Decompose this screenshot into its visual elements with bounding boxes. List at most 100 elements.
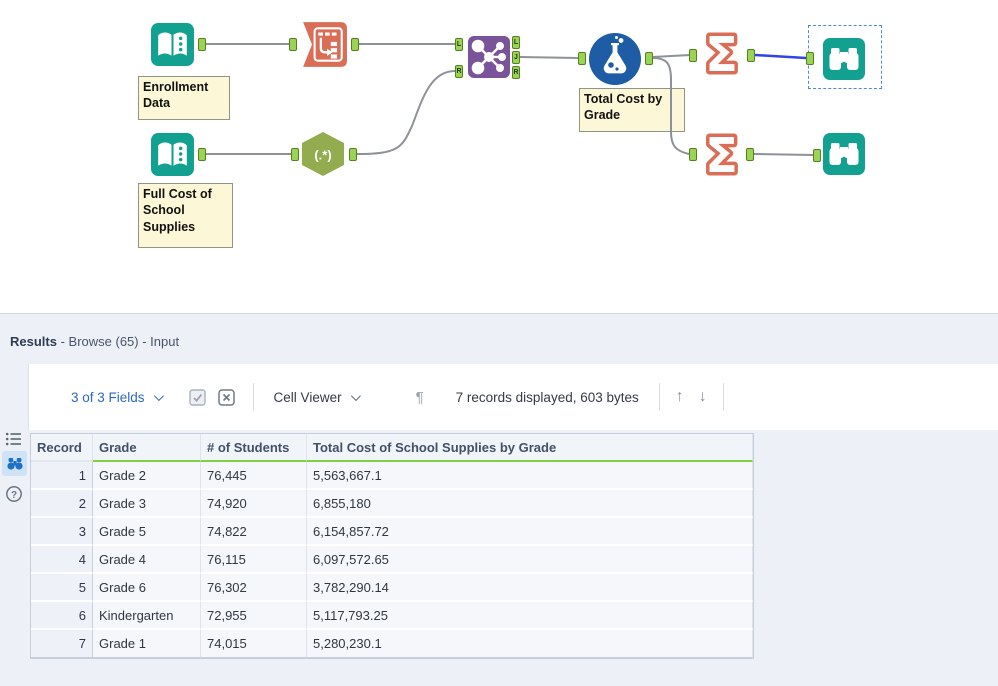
- results-subtitle: - Browse (65) - Input: [60, 334, 180, 349]
- data-cell: 74,015: [201, 630, 307, 658]
- column-header[interactable]: Record: [31, 434, 93, 462]
- input-port-formula[interactable]: [578, 52, 586, 65]
- input-port-summarize1[interactable]: [689, 49, 697, 62]
- scroll-down-icon[interactable]: ↓: [698, 388, 707, 405]
- data-cell: 76,115: [201, 546, 307, 574]
- input-data-tool-enrollment[interactable]: [150, 22, 195, 72]
- browse-tool-2[interactable]: [822, 132, 866, 181]
- join-icon: [468, 36, 510, 78]
- data-cell: 76,302: [201, 574, 307, 602]
- svg-text:?: ?: [11, 490, 17, 501]
- data-cell: 76,445: [201, 462, 307, 490]
- wire-summarize1-browse1-selected[interactable]: [754, 53, 807, 60]
- input-port-browse1[interactable]: [806, 52, 814, 65]
- wire-summarize2-browse2[interactable]: [753, 153, 814, 156]
- annotation-total-cost[interactable]: Total Cost by Grade: [579, 88, 685, 132]
- input-port-transpose[interactable]: [289, 38, 297, 51]
- sigma-icon: Σ: [702, 125, 742, 188]
- toolbar-divider: [658, 383, 660, 411]
- data-cell: 5,563,667.1: [307, 462, 753, 490]
- fields-selector-dropdown[interactable]: 3 of 3 Fields: [71, 389, 145, 405]
- record-number-cell: 7: [31, 630, 93, 658]
- svg-text:Σ: Σ: [705, 131, 738, 178]
- output-port-regex[interactable]: [349, 148, 357, 161]
- select-all-checkbox-icon[interactable]: [188, 388, 206, 406]
- records-displayed-status: 7 records displayed, 603 bytes: [455, 389, 639, 405]
- transpose-icon: [303, 22, 347, 67]
- formula-tool[interactable]: [588, 32, 642, 91]
- column-header[interactable]: Total Cost of School Supplies by Grade: [307, 434, 753, 462]
- results-panel: Results - Browse (65) - Input ? 3 of 3 F…: [0, 313, 998, 686]
- record-number-cell: 4: [31, 546, 93, 574]
- input-port-browse2[interactable]: [813, 149, 821, 162]
- annotation-full-cost[interactable]: Full Cost of School Supplies: [138, 183, 233, 248]
- deselect-all-icon[interactable]: [217, 388, 235, 406]
- join-input-port-right[interactable]: R: [455, 65, 463, 78]
- help-question-icon[interactable]: ?: [5, 485, 23, 503]
- join-output-port-right[interactable]: R: [512, 66, 520, 79]
- data-cell: Grade 6: [93, 574, 201, 602]
- join-output-port-join[interactable]: J: [512, 51, 520, 64]
- show-whitespace-icon[interactable]: ¶: [415, 388, 424, 406]
- data-cell: 5,117,793.25: [307, 602, 753, 630]
- cell-viewer-dropdown[interactable]: Cell Viewer: [273, 389, 342, 405]
- output-port-summarize2[interactable]: [746, 148, 754, 161]
- output-port-input1[interactable]: [198, 38, 206, 51]
- sigma-icon: Σ: [702, 24, 742, 87]
- scroll-up-icon[interactable]: ↑: [675, 388, 684, 405]
- output-port-input2[interactable]: [198, 148, 206, 161]
- column-header[interactable]: # of Students: [201, 434, 307, 462]
- column-header[interactable]: Grade: [93, 434, 201, 462]
- annotation-enrollment-data[interactable]: Enrollment Data: [138, 76, 230, 120]
- chevron-down-icon[interactable]: [350, 390, 361, 401]
- record-number-cell: 2: [31, 490, 93, 518]
- browse-binoculars-icon: [823, 38, 865, 80]
- toolbar-divider: [722, 383, 724, 411]
- data-cell: 6,097,572.65: [307, 546, 753, 574]
- workflow-canvas[interactable]: (.*) L R L J R: [0, 0, 998, 313]
- record-number-cell: 6: [31, 602, 93, 630]
- data-cell: 6,154,857.72: [307, 518, 753, 546]
- record-number-cell: 3: [31, 518, 93, 546]
- toolbar-divider: [252, 383, 254, 411]
- input-data-tool-supplies[interactable]: [150, 132, 195, 182]
- regex-tool[interactable]: (.*): [300, 132, 346, 181]
- metadata-list-icon[interactable]: [5, 430, 23, 448]
- browse-tool-1[interactable]: [822, 37, 866, 86]
- svg-text:Σ: Σ: [705, 30, 738, 77]
- summarize-tool-2[interactable]: Σ: [699, 125, 744, 188]
- input-port-regex[interactable]: [291, 148, 299, 161]
- summarize-tool-1[interactable]: Σ: [699, 24, 744, 87]
- transpose-tool[interactable]: [300, 21, 348, 73]
- output-port-formula[interactable]: [645, 52, 653, 65]
- wire-formula-summarize1[interactable]: [652, 54, 691, 58]
- data-cell: 6,855,180: [307, 490, 753, 518]
- wire-join-formula[interactable]: [519, 56, 579, 59]
- formula-flask-icon: [589, 33, 641, 85]
- output-port-transpose[interactable]: [351, 38, 359, 51]
- join-tool[interactable]: [467, 35, 511, 84]
- input-port-summarize2[interactable]: [689, 148, 697, 161]
- data-cell: Grade 3: [93, 490, 201, 518]
- join-input-port-left[interactable]: L: [455, 38, 463, 51]
- data-cell: Kindergarten: [93, 602, 201, 630]
- results-panel-title: Results - Browse (65) - Input: [10, 334, 179, 349]
- output-port-summarize1[interactable]: [747, 49, 755, 62]
- data-cell: Grade 1: [93, 630, 201, 658]
- browse-preview-binoculars-icon[interactable]: [6, 455, 24, 473]
- wire-regex-join[interactable]: [356, 70, 456, 155]
- regex-icon: (.*): [302, 132, 344, 176]
- join-output-port-left[interactable]: L: [512, 36, 520, 49]
- input-data-icon: [151, 133, 194, 176]
- chevron-down-icon[interactable]: [153, 390, 164, 401]
- data-cell: Grade 2: [93, 462, 201, 490]
